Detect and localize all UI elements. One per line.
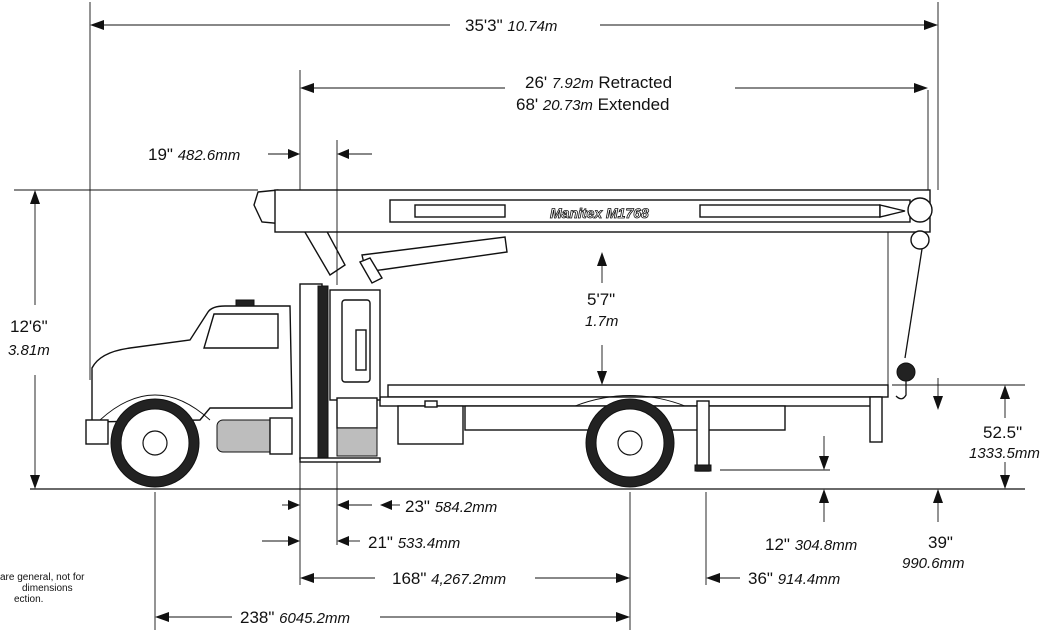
svg-text:19" 482.6mm: 19" 482.6mm (148, 145, 240, 164)
flatbed (387, 384, 889, 398)
svg-text:21" 533.4mm: 21" 533.4mm (368, 533, 460, 552)
dim-168-imperial: 168" (392, 569, 426, 588)
dim-39: 39" 990.6mm (902, 378, 965, 572)
boom-retracted-metric: 7.92m (552, 75, 594, 92)
dim-wheelbase: 238" 6045.2mm (155, 608, 630, 627)
dim-39-imperial: 39" (928, 533, 953, 552)
dim-overall-height: 12'6" 3.81m (8, 190, 50, 489)
dim-36-metric: 914.4mm (778, 571, 841, 588)
svg-text:68' 20.73m Extended: 68' 20.73m Extended (516, 95, 670, 114)
svg-text:238" 6045.2mm: 238" 6045.2mm (240, 608, 350, 627)
dim-23: 23" 584.2mm (282, 497, 497, 516)
bed-height-imperial: 52.5" (983, 423, 1022, 442)
rear-of-cab-imperial: 19" (148, 145, 173, 164)
wheelbase-imperial: 238" (240, 608, 274, 627)
svg-text:36" 914.4mm: 36" 914.4mm (748, 569, 840, 588)
boom-extended-label: Extended (598, 95, 670, 114)
dim-36: 36" 914.4mm (706, 569, 840, 588)
extension-lines (14, 2, 1025, 630)
overall-length-imperial: 35'3" (465, 16, 503, 35)
dim-boom-clearance: 5'7" 1.7m (585, 252, 618, 385)
svg-text:12" 304.8mm: 12" 304.8mm (765, 535, 857, 554)
overall-height-imperial: 12'6" (10, 317, 48, 336)
dim-21: 21" 533.4mm (262, 533, 460, 552)
dim-overall-length: 35'3" 10.74m (90, 16, 938, 35)
dim-21-metric: 533.4mm (398, 535, 461, 552)
truck-chassis (85, 299, 889, 488)
dim-39-metric: 990.6mm (902, 555, 965, 572)
svg-text:23" 584.2mm: 23" 584.2mm (405, 497, 497, 516)
footnote-line-3: ection. (14, 594, 43, 605)
boom-clearance-imperial: 5'7" (587, 290, 615, 309)
crane-boom: Manitex M1768 (253, 189, 933, 400)
svg-text:35'3" 10.74m: 35'3" 10.74m (465, 16, 557, 35)
tool-box (397, 405, 464, 445)
footnote-line-1: are general, not for (0, 572, 85, 583)
dim-21-imperial: 21" (368, 533, 393, 552)
fuel-tank (216, 419, 278, 453)
dim-168-metric: 4,267.2mm (431, 571, 506, 588)
boom-extended-metric: 20.73m (542, 97, 593, 114)
dim-12-imperial: 12" (765, 535, 790, 554)
svg-text:26' 7.92m Retracted: 26' 7.92m Retracted (525, 73, 672, 92)
boom-brand-label: Manitex M1768 (550, 205, 649, 221)
dim-12-metric: 304.8mm (795, 537, 858, 554)
rear-of-cab-metric: 482.6mm (178, 147, 241, 164)
dim-rear-of-cab: 19" 482.6mm (148, 140, 372, 285)
dim-23-metric: 584.2mm (435, 499, 498, 516)
svg-text:168" 4,267.2mm: 168" 4,267.2mm (392, 569, 506, 588)
wheelbase-metric: 6045.2mm (279, 610, 350, 627)
dim-12: 12" 304.8mm (765, 436, 857, 554)
boom-extended-imperial: 68' (516, 95, 538, 114)
footnote: are general, not for dimensions ection. (0, 572, 85, 605)
dim-boom-length: 26' 7.92m Retracted 68' 20.73m Extended (300, 73, 928, 114)
overall-length-metric: 10.74m (507, 18, 557, 35)
overall-height-metric: 3.81m (8, 342, 50, 359)
boom-retracted-imperial: 26' (525, 73, 547, 92)
dim-bed-height: 52.5" 1333.5mm (969, 385, 1040, 489)
boom-clearance-metric: 1.7m (585, 313, 618, 330)
dim-23-imperial: 23" (405, 497, 430, 516)
footnote-line-2: dimensions (22, 583, 73, 594)
dim-168: 168" 4,267.2mm (300, 569, 630, 588)
dim-36-imperial: 36" (748, 569, 773, 588)
bed-height-metric: 1333.5mm (969, 445, 1040, 462)
boom-retracted-label: Retracted (598, 73, 672, 92)
crane-pedestal (299, 283, 381, 463)
